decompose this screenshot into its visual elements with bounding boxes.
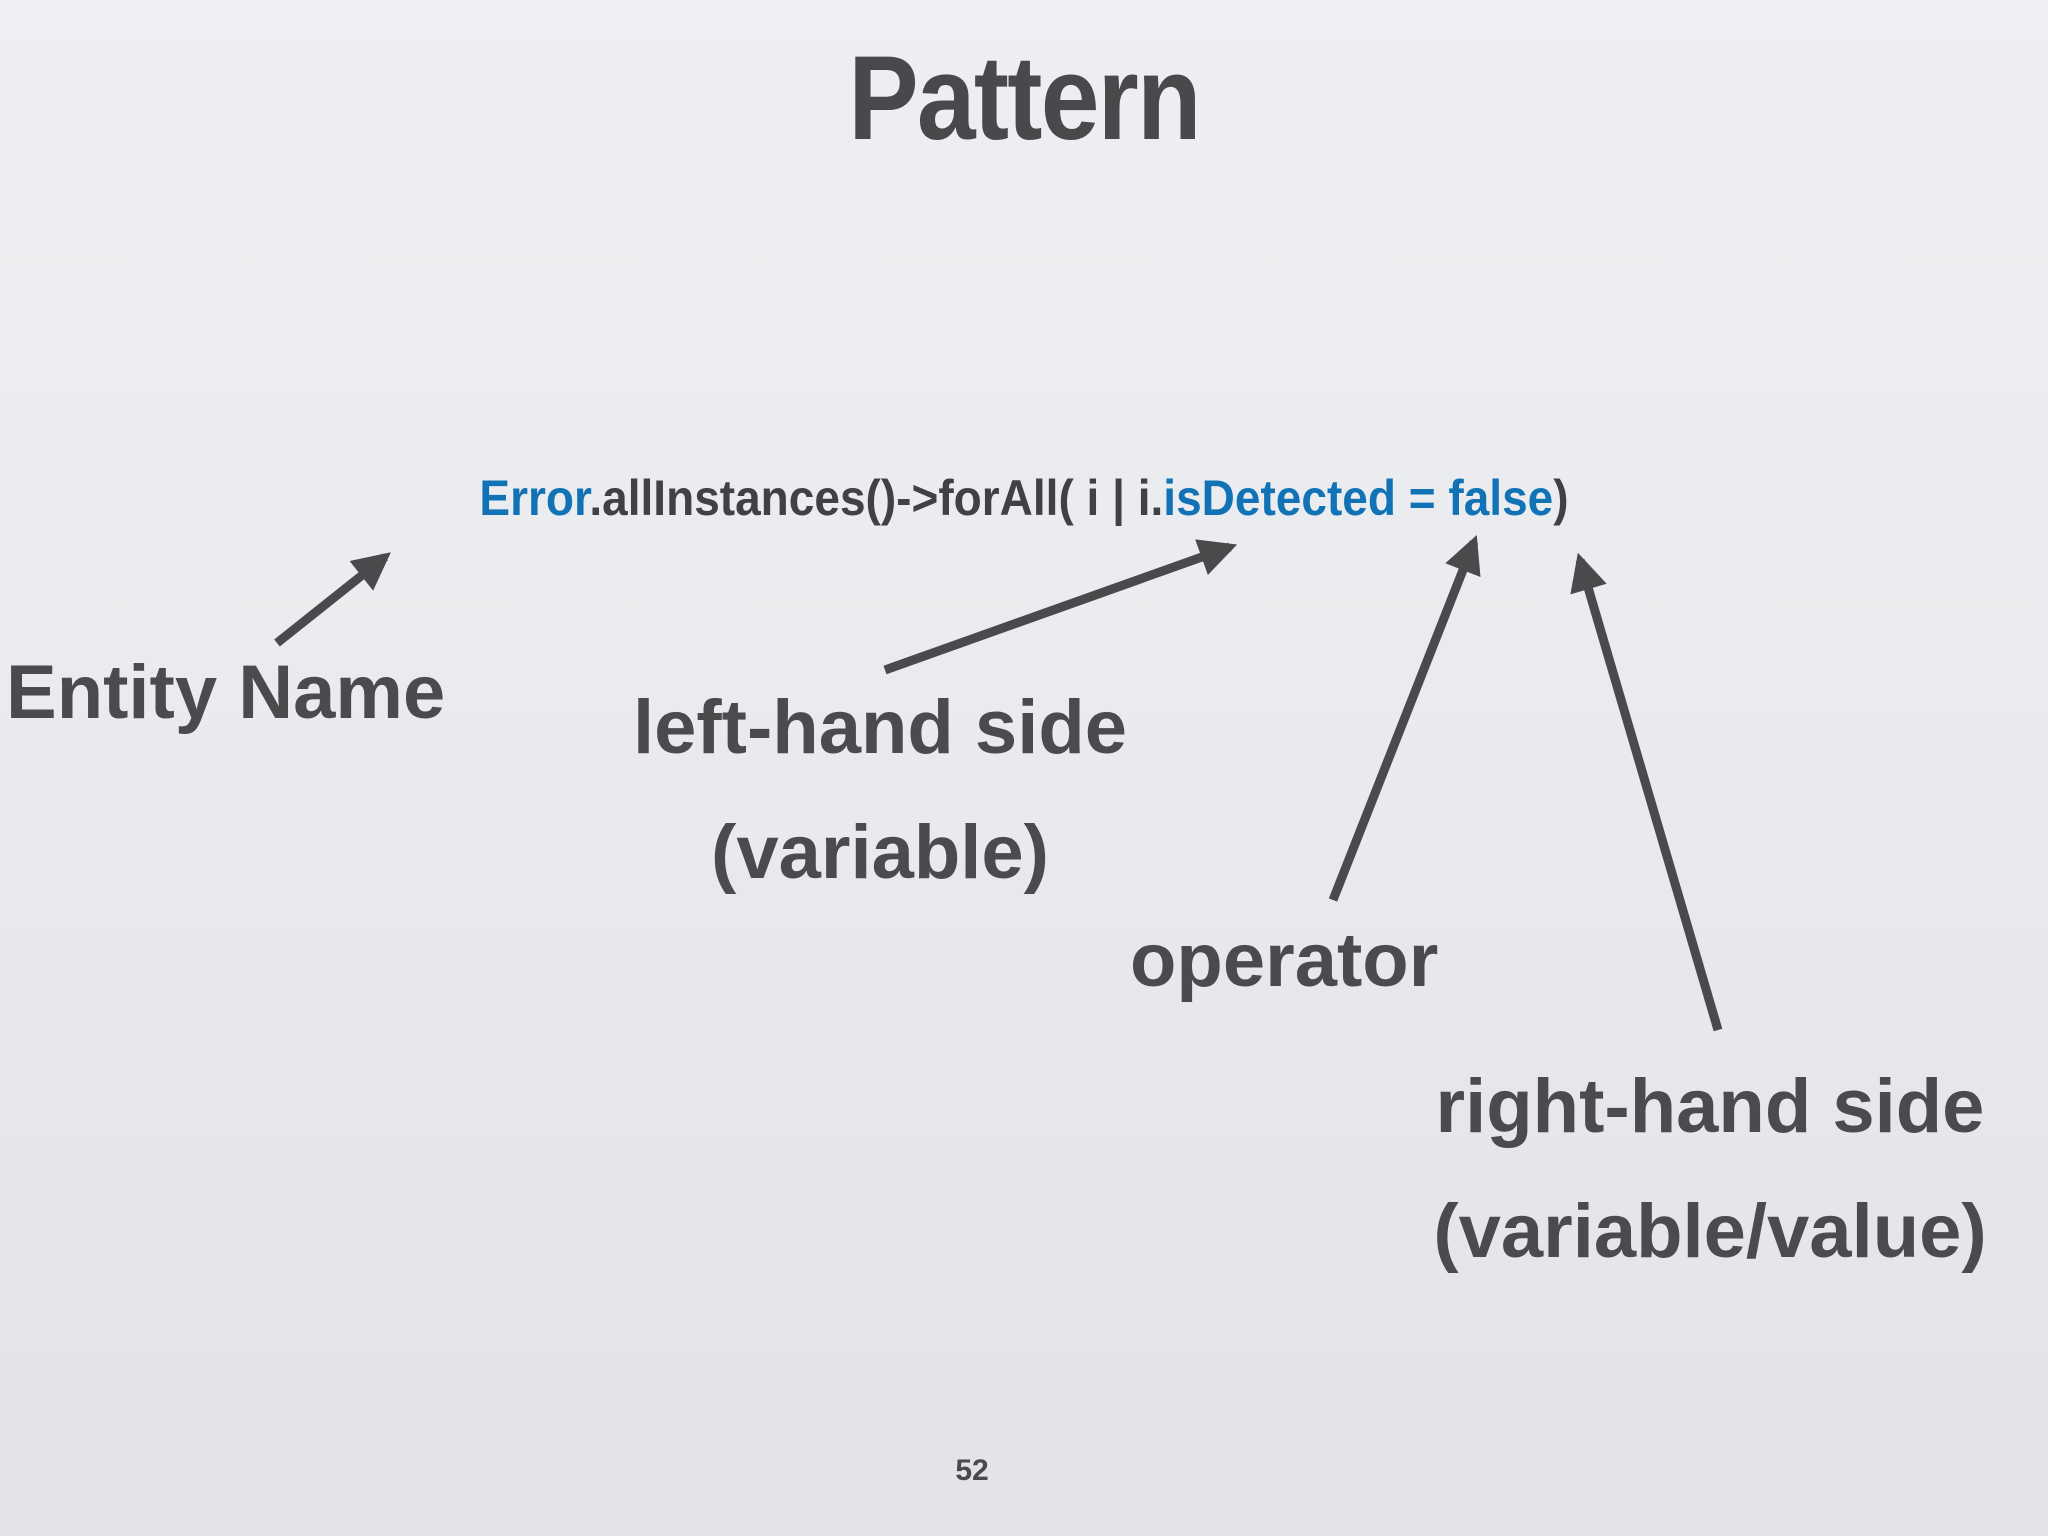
rhs-arrow bbox=[1570, 552, 1723, 1032]
lhs-label-line1: left-hand side bbox=[632, 685, 1128, 770]
lhs-label-line2: (variable) bbox=[711, 810, 1049, 896]
rhs-label: right-hand side (variable/value) bbox=[1400, 1044, 2020, 1295]
lhs-label: left-hand side (variable) bbox=[480, 665, 1280, 916]
rhs-label-line1: right-hand side bbox=[1435, 1064, 1985, 1149]
code-condition: isDetected = false bbox=[1163, 470, 1554, 526]
operator-arrow bbox=[1328, 534, 1481, 902]
slide-title: Pattern bbox=[848, 31, 1201, 165]
code-entity-name: Error bbox=[479, 470, 590, 526]
entity-name-label: Entity Name bbox=[6, 650, 446, 735]
entity-name-arrow bbox=[274, 552, 391, 647]
page-number: 52 bbox=[955, 1454, 989, 1487]
rhs-label-line2: (variable/value) bbox=[1433, 1189, 1987, 1275]
lhs-arrow bbox=[883, 539, 1238, 675]
operator-label: operator bbox=[1130, 918, 1439, 1003]
code-boilerplate: .allInstances()->forAll( i | i. bbox=[589, 470, 1164, 526]
ocl-expression: Error.allInstances()->forAll( i | i.isDe… bbox=[82, 468, 1966, 528]
code-closing-paren: ) bbox=[1553, 470, 1569, 526]
